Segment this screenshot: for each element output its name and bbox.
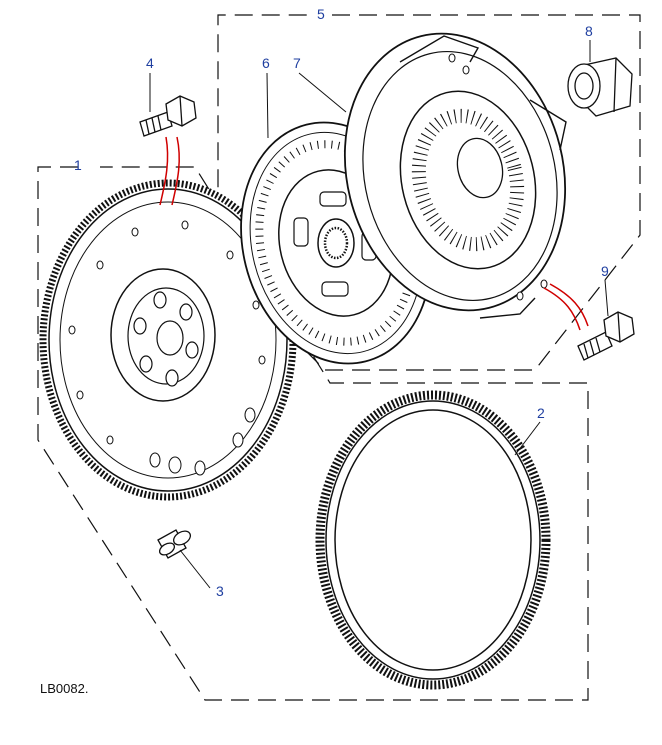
- flywheel-bolt-holes: [133, 291, 199, 387]
- callout-5: 5: [317, 6, 325, 22]
- callout-7: 7: [293, 55, 301, 71]
- flywheel: [39, 179, 297, 501]
- pressure-plate-cover-face: [362, 51, 558, 301]
- callout-1: 1: [74, 157, 82, 173]
- ring-gear-teeth: [315, 390, 551, 690]
- pressure-plate-bolt-holes: [448, 53, 548, 301]
- pressure-plate-flange: [399, 35, 567, 319]
- ring-gear: [315, 390, 551, 690]
- flywheel-bolt: [139, 95, 197, 137]
- callout-3: 3: [216, 583, 224, 599]
- dowel: [157, 529, 192, 559]
- flywheel-face: [59, 201, 277, 479]
- pressure-plate: [343, 32, 567, 319]
- ring-gear-outer: [325, 400, 541, 680]
- pressure-plate-bolt: [577, 311, 635, 361]
- callout-8: 8: [585, 23, 593, 39]
- flywheel-centre-bore: [156, 320, 184, 356]
- callout-2: 2: [537, 405, 545, 421]
- clutch-disc-splines: [323, 226, 349, 260]
- leader-lines: [149, 40, 609, 589]
- callout-6: 6: [262, 55, 270, 71]
- alignment-lines: [159, 136, 589, 331]
- callout-9: 9: [601, 263, 609, 279]
- callout-4: 4: [146, 55, 154, 71]
- release-bearing: [567, 57, 633, 117]
- reference-code: LB0082.: [40, 681, 88, 696]
- flywheel-face-holes: [68, 220, 266, 476]
- ring-gear-inner: [334, 409, 532, 671]
- group-boundary-flywheel: [37, 166, 589, 701]
- pressure-plate-centre: [456, 137, 504, 199]
- group-boundary-clutch: [217, 14, 641, 371]
- pressure-plate-fingers: [411, 108, 525, 252]
